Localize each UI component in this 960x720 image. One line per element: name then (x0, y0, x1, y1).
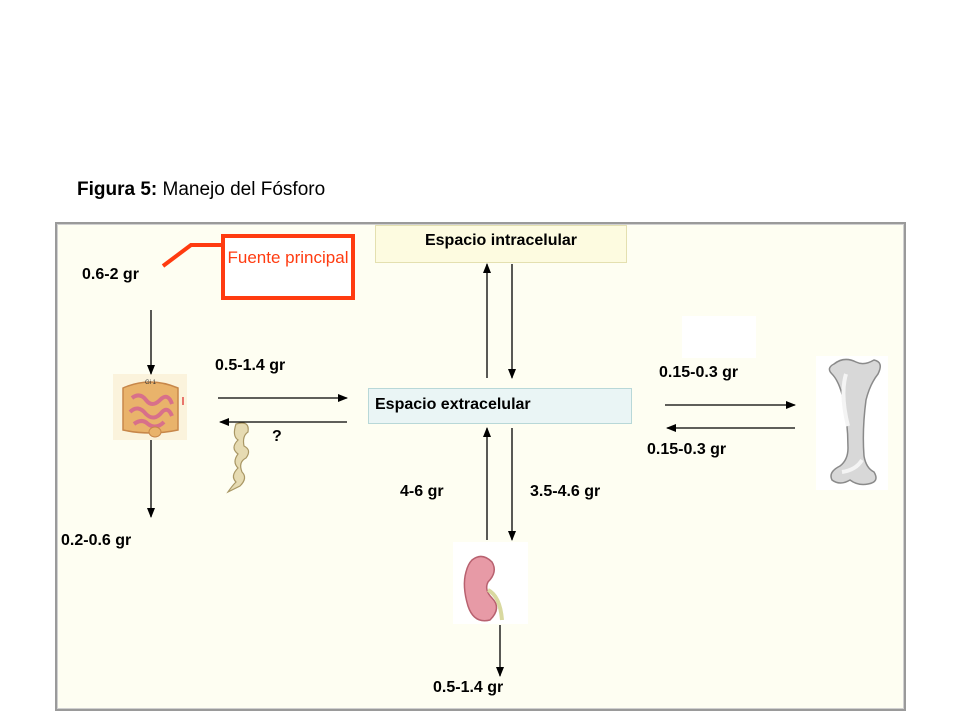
diagram-panel (55, 222, 906, 711)
bone-resorption-label: 0.15-0.3 gr (647, 441, 727, 458)
svg-text:Gi 1: Gi 1 (145, 380, 157, 386)
ecf-to-gut-label: ? (272, 428, 282, 445)
extracellular-box: Espacio extracelular (368, 388, 632, 424)
blank-patch (682, 316, 756, 358)
intracellular-box: Espacio intracelular (375, 225, 627, 263)
figure-title: Figura 5: Manejo del Fósforo (77, 179, 325, 201)
renal-reabsorption-label: 4-6 gr (400, 483, 444, 500)
intestine-icon: Gi 1 (113, 374, 187, 440)
kidney-icon (453, 542, 528, 624)
figure-label: Figura 5: (77, 179, 158, 200)
urinary-label: 0.5-1.4 gr (433, 679, 504, 696)
callout-line (161, 243, 221, 268)
figure-title-text: Manejo del Fósforo (162, 179, 326, 200)
intake-label: 0.6-2 gr (82, 266, 139, 283)
fecal-label: 0.2-0.6 gr (61, 532, 132, 549)
bone-formation-label: 0.15-0.3 gr (659, 364, 739, 381)
renal-filtration-label: 3.5-4.6 gr (530, 483, 601, 500)
spine-icon (226, 422, 250, 494)
gut-to-ecf-label: 0.5-1.4 gr (215, 357, 286, 374)
main-source-callout: Fuente principal (221, 234, 355, 300)
femur-icon (816, 356, 888, 490)
